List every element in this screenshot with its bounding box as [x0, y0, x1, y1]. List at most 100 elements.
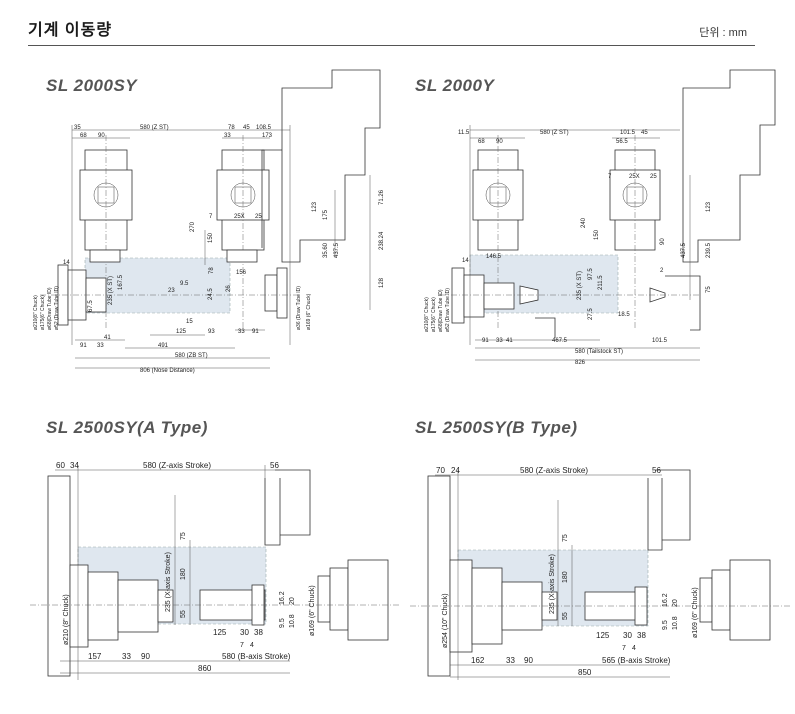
dim-60: 60: [56, 461, 65, 470]
panel-title-sl2500sy-b: SL 2500SY(B Type): [415, 418, 578, 437]
dim-14: 14: [63, 260, 70, 266]
stroke-zone: [84, 257, 231, 314]
dim-x-stroke: 235 (X-axis Stroke): [549, 554, 556, 614]
dim-33: 33: [122, 652, 131, 661]
label-chuck-8in: ø210(8" Chuck): [33, 295, 39, 330]
turret-left: [472, 135, 524, 330]
label-chuck-8in: ø210 (8" Chuck): [63, 594, 70, 645]
dim-33: 33: [496, 338, 503, 344]
dim-108-5: 108.5: [256, 125, 272, 131]
dim-180: 180: [180, 568, 187, 580]
dim-123: 123: [706, 201, 712, 212]
label-draw-tube-68: ø68(Draw Tube ID): [438, 289, 444, 332]
turret-left: [79, 135, 133, 330]
dim-173: 173: [262, 133, 273, 139]
dim-z-stroke: 580 (Z ST): [140, 125, 169, 131]
label-draw-tube-52: ø52 (Draw Tube ID): [54, 286, 60, 330]
dim-146-5: 146.5: [486, 254, 502, 260]
dim-45: 45: [243, 125, 250, 131]
dim-9-5: 9.5: [279, 618, 286, 628]
dim-90b: 90: [660, 238, 666, 245]
dim-90: 90: [98, 133, 105, 139]
dim-33b: 33: [97, 343, 104, 349]
dim-x-stroke: 235 (X-axis Stroke): [165, 552, 172, 612]
dim-7: 7: [608, 174, 612, 180]
dim-71-26: 71.26: [379, 189, 385, 205]
dim-20: 20: [289, 597, 296, 605]
dim-24: 24: [451, 466, 460, 475]
dim-4: 4: [250, 642, 254, 649]
dim-850: 850: [578, 668, 592, 677]
dim-128: 128: [379, 277, 385, 288]
dim-157: 157: [88, 652, 102, 661]
dim-90: 90: [141, 652, 150, 661]
label-chuck-6in: ø175(6" Chuck): [431, 297, 437, 332]
turret-right: [609, 135, 661, 330]
dim-97-5: 97.5: [588, 268, 594, 280]
turret-right: [216, 135, 270, 330]
dim-tailstock-stroke: 580 (Tailstock ST): [575, 349, 623, 355]
diagram-sl2000sy: 35 68 90 580 (Z ST) 78 45 108.5 33 173 2…: [33, 69, 385, 374]
panel-title-sl2000sy: SL 2000SY: [46, 76, 138, 95]
dim-150: 150: [594, 229, 600, 240]
dim-10-8: 10.8: [672, 616, 679, 630]
dim-z-stroke: 580 (Z-axis Stroke): [143, 461, 211, 470]
dim-z-stroke: 580 (Z-axis Stroke): [520, 466, 588, 475]
dim-860: 860: [198, 664, 212, 673]
dim-33: 33: [224, 133, 231, 139]
label-chuck-6in: ø169 (6" Chuck): [309, 585, 316, 636]
dim-75: 75: [706, 286, 712, 293]
header-divider: [28, 45, 755, 46]
page-header: 기계 이동량 단위 : mm: [0, 0, 795, 48]
dim-7: 7: [209, 214, 213, 220]
page-title: 기계 이동량: [28, 22, 113, 39]
label-draw-tube-68: ø68(Draw Tube ID): [47, 287, 53, 330]
dim-235-x: 235 (X ST): [108, 276, 114, 305]
dim-16-2: 16.2: [662, 593, 669, 607]
dim-11-5: 11.5: [458, 130, 470, 136]
dim-91: 91: [80, 343, 87, 349]
dim-491: 491: [158, 343, 169, 349]
label-chuck-10in: ø254 (10" Chuck): [442, 593, 449, 648]
dim-826: 826: [575, 360, 586, 366]
dim-15: 15: [186, 319, 193, 325]
label-draw-tube-36: ø36 (Draw Tube ID): [296, 286, 302, 330]
unit-label: 단위 : mm: [699, 27, 747, 39]
label-draw-tube-52: ø52 (Draw Tube ID): [445, 288, 451, 332]
dim-91: 91: [482, 338, 489, 344]
dim-56: 56: [652, 466, 661, 475]
dim-78b: 78: [209, 267, 215, 274]
diagram-sl2500sy-a: 60 34 580 (Z-axis Stroke) 56 75 235 (X-a…: [30, 461, 400, 680]
dim-23: 23: [168, 288, 175, 294]
panel-title-sl2500sy-a: SL 2500SY(A Type): [46, 418, 208, 437]
dim-zb-stroke: 580 (ZB ST): [175, 353, 208, 359]
chuck-right: [699, 577, 713, 623]
dim-56: 56: [270, 461, 279, 470]
dim-25x: 25X: [234, 214, 245, 220]
dim-101-5b: 101.5: [652, 338, 668, 344]
dim-90: 90: [496, 139, 503, 145]
dim-nose-distance: 806 (Nose Distance): [140, 368, 195, 374]
dim-90: 90: [524, 656, 533, 665]
dim-167-5: 167.5: [118, 274, 124, 290]
dim-239-5: 239.5: [706, 242, 712, 258]
label-chuck-169: ø169 (6" Chuck): [306, 293, 312, 330]
dim-9-5: 9.5: [180, 281, 189, 287]
dim-2: 2: [660, 268, 664, 274]
dim-68: 68: [478, 139, 485, 145]
dim-93: 93: [208, 329, 215, 335]
dim-33: 33: [506, 656, 515, 665]
dim-67-5: 67.5: [88, 300, 94, 312]
headstock-outline: [281, 69, 381, 263]
panel-title-sl2000y: SL 2000Y: [415, 76, 495, 95]
dim-467-5: 467.5: [552, 338, 568, 344]
dim-123: 123: [312, 201, 318, 212]
dim-235-x: 235 (X ST): [577, 271, 583, 300]
dim-125: 125: [176, 329, 187, 335]
dim-55: 55: [562, 612, 569, 620]
dim-30: 30: [240, 628, 249, 637]
dim-33c: 33: [238, 329, 245, 335]
turret-outline: [647, 478, 663, 551]
label-chuck-6in: ø175(6" Chuck): [40, 295, 46, 330]
dim-25: 25: [650, 174, 657, 180]
